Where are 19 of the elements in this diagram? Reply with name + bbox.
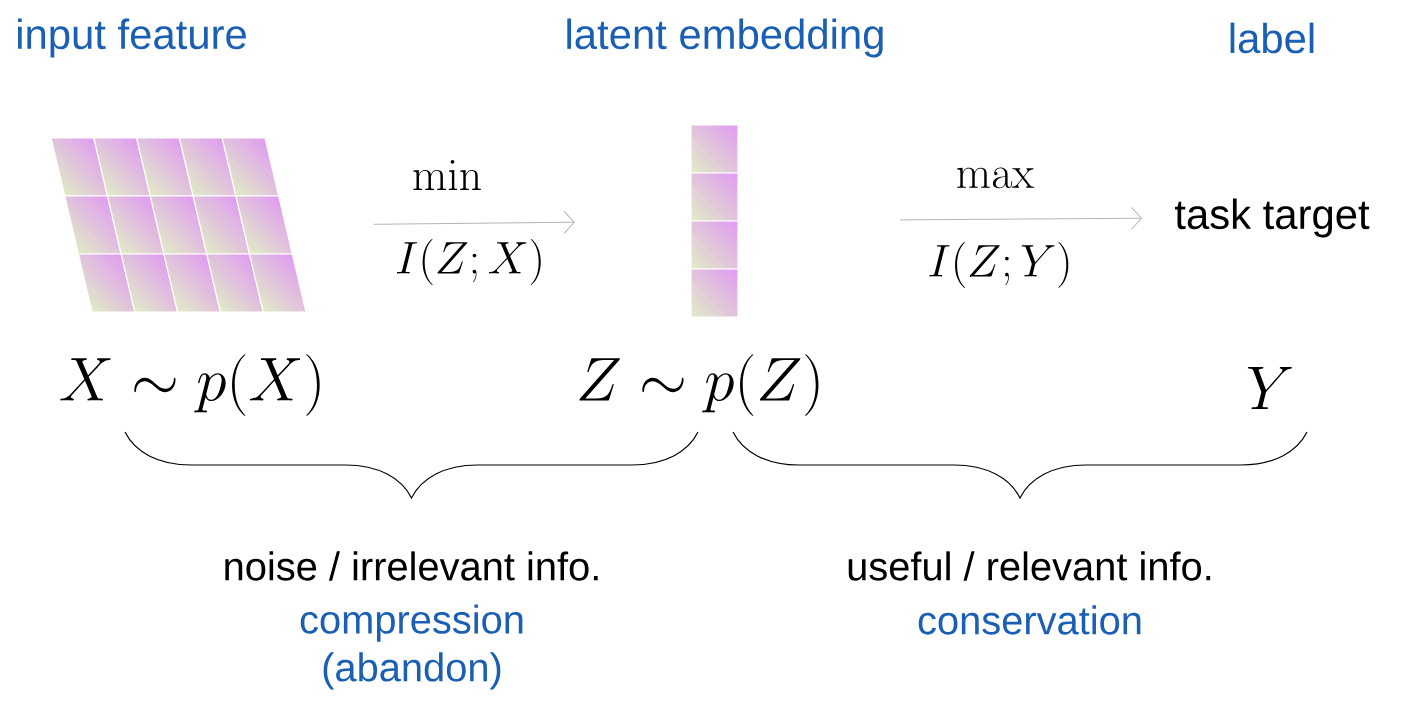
- description-text: noise / irrelevant info.: [225, 551, 598, 581]
- description-text: conservation: [918, 605, 1141, 635]
- target-text: task target: [1174, 198, 1370, 238]
- feature-grid-drawing: [50, 137, 307, 313]
- description-text: compression (abandon): [300, 604, 523, 690]
- heading: label: [1230, 22, 1314, 54]
- embedding-vector-drawing: [690, 124, 739, 318]
- formula: $I(Z;X)$: [397, 239, 541, 285]
- formula: $I(Z;Y)$: [929, 242, 1069, 288]
- heading: latent embedding: [567, 18, 883, 58]
- edge-label: $\min$: [410, 158, 484, 192]
- formula: $Y$: [1247, 366, 1292, 410]
- description-text: useful / relevant info.: [848, 551, 1211, 581]
- heading: input feature: [18, 18, 246, 58]
- edge-label: $\max$: [954, 167, 1036, 189]
- arrow: [899, 206, 1142, 230]
- formula: $Z \sim p(Z)$: [579, 354, 819, 416]
- arrow: [373, 210, 575, 234]
- formula: $X \sim p(X)$: [60, 354, 320, 416]
